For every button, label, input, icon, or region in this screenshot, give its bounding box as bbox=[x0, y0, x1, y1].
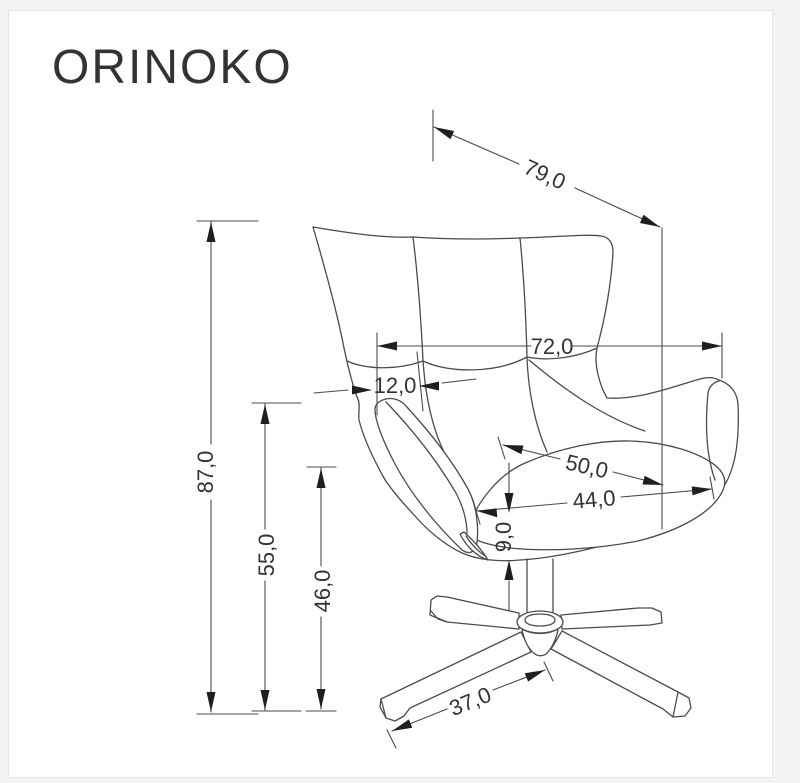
arrowhead bbox=[503, 445, 524, 455]
arrowhead bbox=[352, 385, 372, 395]
arrowhead bbox=[206, 692, 216, 712]
right-armrest-inner-edge bbox=[705, 380, 720, 481]
base-leg-front-right-foot bbox=[672, 691, 679, 718]
dim-diagonal-depth-label: 79,0 bbox=[520, 154, 569, 194]
arrowhead bbox=[434, 127, 455, 140]
arrowhead bbox=[691, 486, 712, 496]
arrowhead bbox=[524, 670, 545, 682]
base-leg-back-right bbox=[560, 607, 663, 630]
extension-line bbox=[386, 729, 397, 749]
arrowhead bbox=[477, 508, 498, 518]
base-leg-back-left bbox=[429, 595, 520, 630]
backrest-diagonal-seam bbox=[528, 359, 646, 432]
base-hub-collar-inner bbox=[524, 613, 556, 627]
dim-seat-width-label: 44,0 bbox=[572, 485, 617, 514]
dimension-seat-width: 44,0 bbox=[472, 476, 715, 525]
extension-line bbox=[472, 499, 481, 525]
arrowhead bbox=[206, 222, 216, 242]
arrowhead bbox=[642, 475, 663, 485]
arrowhead bbox=[377, 341, 397, 351]
chair-drawing bbox=[312, 226, 739, 722]
dim-cushion-thickness-label: 9,0 bbox=[491, 522, 516, 553]
base-leg-back-left-foot bbox=[430, 610, 448, 623]
dimension-line bbox=[313, 378, 477, 394]
arrowhead bbox=[260, 690, 270, 710]
dimension-cushion-thickness: 9,0 bbox=[491, 462, 516, 612]
seat-cushion-rim bbox=[466, 440, 726, 551]
arrowhead bbox=[260, 404, 270, 424]
page-title: ORINOKO bbox=[52, 41, 293, 94]
arrowhead bbox=[504, 493, 514, 513]
backrest-tufting-seam bbox=[346, 347, 598, 371]
base-hub-cone bbox=[521, 628, 559, 657]
extension-line bbox=[416, 351, 424, 412]
extension-line bbox=[497, 436, 506, 460]
dim-total-height-label: 87,0 bbox=[193, 451, 218, 494]
arrowhead bbox=[419, 381, 439, 391]
dimension-total-height: 87,0 bbox=[193, 220, 259, 715]
fabric-fold-line bbox=[465, 535, 486, 557]
dimension-armrest-width: 12,0 bbox=[313, 351, 477, 412]
arrowhead bbox=[504, 560, 514, 580]
dim-armrest-height-label: 55,0 bbox=[254, 534, 279, 577]
dim-seat-height-label: 46,0 bbox=[310, 570, 335, 613]
arrowhead bbox=[392, 719, 413, 731]
arrowhead bbox=[702, 341, 722, 351]
base-leg-front-left bbox=[379, 631, 532, 722]
dimension-seat-height: 46,0 bbox=[305, 466, 337, 712]
dim-armrest-width-label: 12,0 bbox=[374, 373, 417, 398]
left-armrest bbox=[374, 397, 479, 554]
base-leg-front-left-foot bbox=[380, 698, 387, 719]
arrowhead bbox=[316, 468, 326, 488]
dim-back-width-label: 72,0 bbox=[531, 334, 574, 359]
arrowhead bbox=[639, 214, 660, 227]
arrowhead bbox=[316, 689, 326, 709]
extension-line bbox=[543, 661, 554, 682]
dimension-back-width: 72,0 bbox=[376, 332, 723, 416]
dimension-armrest-height: 55,0 bbox=[251, 402, 302, 712]
extension-line bbox=[709, 476, 715, 500]
left-armrest-piping bbox=[385, 401, 468, 534]
backrest-seam-left bbox=[412, 236, 445, 453]
base-leg-front-right bbox=[550, 630, 692, 718]
